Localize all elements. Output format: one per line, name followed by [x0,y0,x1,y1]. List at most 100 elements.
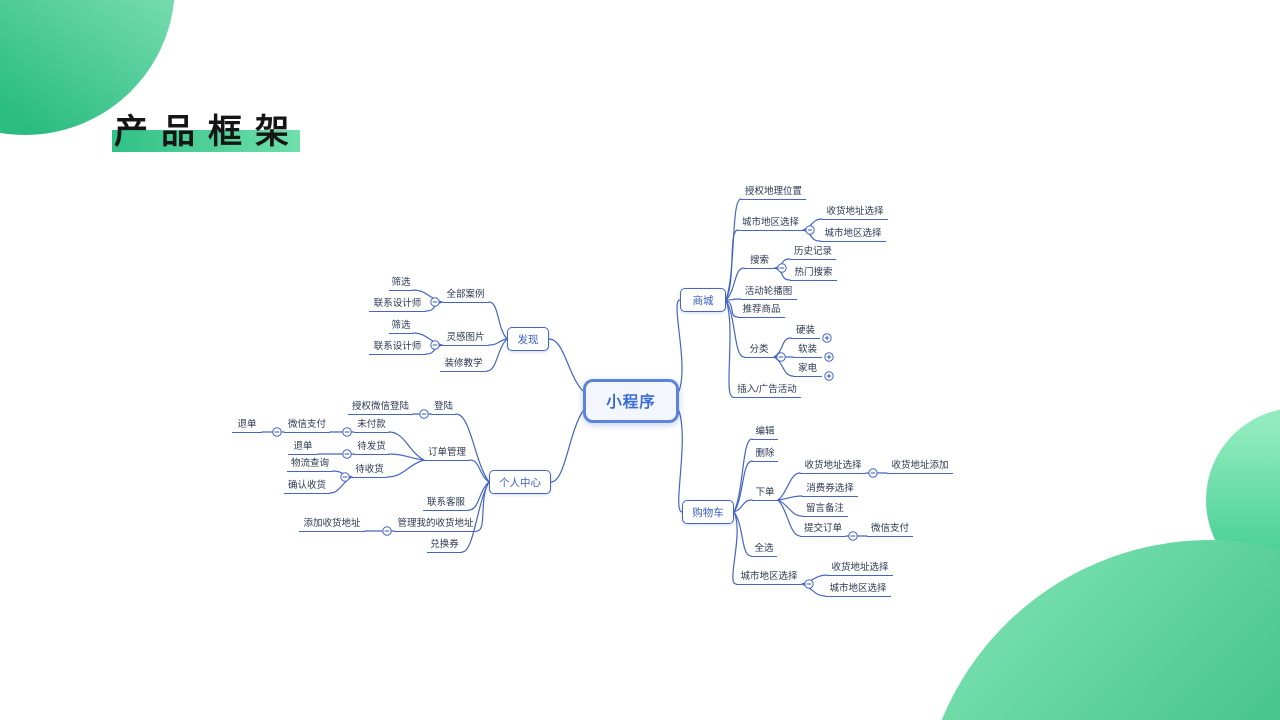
connector-c3-c3a [777,472,801,501]
connector-p2-p2c [386,459,425,478]
connector-cart-c5 [732,511,738,585]
topic-c2[interactable]: 删除 [752,448,778,462]
connector-cart-c4 [733,511,752,557]
connector-mall-m4 [725,298,741,301]
collapse-toggle-icon[interactable] [777,263,787,273]
topic-p4[interactable]: 管理我的收货地址 [394,518,477,532]
topic-c3[interactable]: 下单 [752,487,778,501]
connector-m3-m3a [774,258,791,269]
collapse-toggle-icon[interactable] [868,468,878,478]
page-title: 产品框架 [114,113,302,151]
connector-c3-c3b [777,495,803,501]
topic-personal[interactable]: 个人中心 [489,470,551,494]
connector-mall-m2 [725,229,739,301]
collapse-toggle-icon[interactable] [342,449,352,459]
topic-m1[interactable]: 授权地理位置 [741,186,806,200]
topic-c3c[interactable]: 留言备注 [802,503,848,517]
topic-m2b[interactable]: 城市地区选择 [820,228,886,242]
topic-m4[interactable]: 活动轮播图 [740,286,797,300]
topic-p2c2[interactable]: 确认收货 [284,480,330,494]
connector-p2-p2b [388,453,425,461]
connector-c3-c3c [777,499,803,517]
topic-c3b[interactable]: 消费券选择 [802,483,858,497]
topic-mall[interactable]: 商城 [680,288,726,312]
connector-mall-m6 [725,299,745,358]
connector-root-mall [676,299,683,392]
topic-m2a[interactable]: 收货地址选择 [822,206,888,220]
collapse-toggle-icon[interactable] [848,531,858,541]
topic-p2b1[interactable]: 退单 [288,441,318,455]
topic-m5[interactable]: 推荐商品 [738,304,785,318]
topic-p2a[interactable]: 未付款 [354,419,389,433]
topic-p2[interactable]: 订单管理 [424,447,470,461]
topic-p2c[interactable]: 待收货 [352,464,387,478]
topic-cart[interactable]: 购物车 [682,500,734,524]
expand-toggle-icon[interactable] [824,352,834,362]
connector-m2-m2a [802,218,823,231]
connector-c5-c5b [801,583,826,597]
topic-c5a[interactable]: 收货地址选择 [827,562,893,576]
topic-m6c[interactable]: 家电 [793,363,822,377]
topic-discover[interactable]: 发现 [507,327,549,351]
topic-m6b[interactable]: 软装 [793,344,822,358]
connector-p2-p2a [388,431,425,461]
topic-m7[interactable]: 插入/广告活动 [733,384,801,398]
collapse-toggle-icon[interactable] [430,340,440,350]
topic-p1a[interactable]: 授权微信登陆 [348,401,413,415]
topic-p2a2[interactable]: 退单 [232,419,262,433]
connector-m6-m6c [773,356,794,377]
topic-d2a[interactable]: 筛选 [389,320,413,334]
collapse-toggle-icon[interactable] [430,297,440,307]
topic-m3[interactable]: 搜索 [744,255,775,269]
topic-p1[interactable]: 登陆 [431,401,456,415]
topic-p2a1[interactable]: 微信支付 [284,419,330,433]
topic-c5[interactable]: 城市地区选择 [736,571,802,585]
topic-d2b[interactable]: 联系设计师 [369,341,426,355]
collapse-toggle-icon[interactable] [804,579,814,589]
connector-discover-d1 [488,301,508,340]
connector-m2-m2b [802,229,821,242]
topic-c5b[interactable]: 城市地区选择 [825,583,891,597]
topic-p4a[interactable]: 添加收货地址 [299,518,365,532]
topic-m2[interactable]: 城市地区选择 [738,217,803,231]
topic-c3d[interactable]: 提交订单 [800,523,846,537]
topic-c3a1[interactable]: 收货地址添加 [887,460,953,474]
topic-d2[interactable]: 灵感图片 [442,332,489,346]
topic-d1a[interactable]: 筛选 [389,277,413,291]
connector-d1-d1b [425,301,443,312]
topic-d1b[interactable]: 联系设计师 [369,298,426,312]
collapse-toggle-icon[interactable] [272,427,282,437]
topic-m6[interactable]: 分类 [744,344,774,358]
topic-c1[interactable]: 编辑 [752,426,778,440]
expand-toggle-icon[interactable] [824,371,834,381]
topic-p3[interactable]: 联系客服 [423,497,469,511]
connector-mall-m7 [725,299,734,398]
title-highlight-bar [112,130,300,152]
collapse-toggle-icon[interactable] [382,526,392,536]
connector-personal-p5 [461,481,490,553]
topic-c4[interactable]: 全选 [751,543,777,557]
expand-toggle-icon[interactable] [822,333,832,343]
topic-root[interactable]: 小程序 [583,379,679,423]
connector-cart-c2 [733,460,753,513]
topic-d1[interactable]: 全部案例 [442,289,489,303]
topic-m3b[interactable]: 热门搜索 [790,267,837,281]
collapse-toggle-icon[interactable] [805,225,815,235]
collapse-toggle-icon[interactable] [342,427,352,437]
topic-c3a[interactable]: 收货地址选择 [800,460,866,474]
connector-c3-c3d [777,499,801,537]
topic-m6a[interactable]: 硬装 [791,325,820,339]
topic-p2b[interactable]: 待发货 [354,441,389,455]
collapse-toggle-icon[interactable] [419,409,429,419]
topic-m3a[interactable]: 历史记录 [790,246,836,260]
collapse-toggle-icon[interactable] [776,352,786,362]
collapse-toggle-icon[interactable] [340,472,350,482]
connector-discover-d3 [486,338,508,372]
topic-p2c1[interactable]: 物流查询 [287,458,333,472]
topic-d3[interactable]: 装修教学 [440,358,487,372]
connector-cart-c1 [733,438,753,513]
topic-c3d1[interactable]: 微信支付 [867,523,913,537]
topic-p5[interactable]: 兑换券 [427,539,462,553]
